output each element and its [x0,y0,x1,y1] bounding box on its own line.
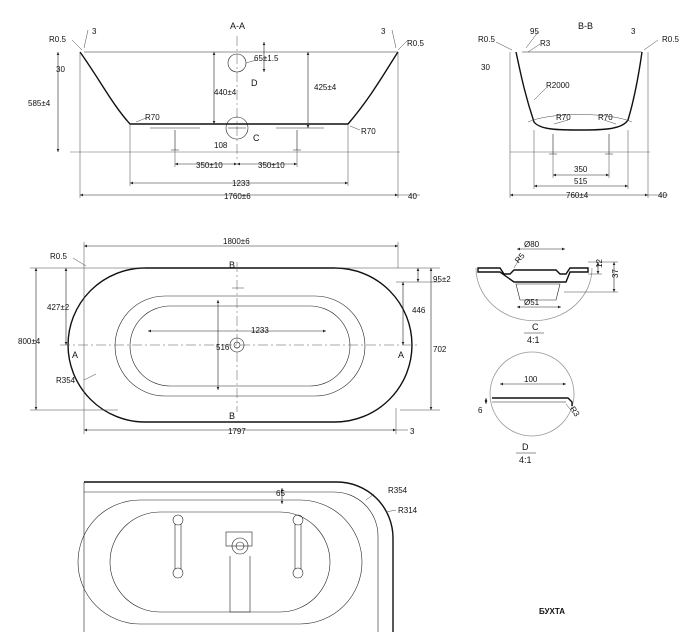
aa-h585: 585±4 [28,99,51,108]
plan-r05: R0.5 [50,252,67,261]
aa-three-left: 3 [92,27,97,36]
plan-b-top: B [229,260,235,270]
aa-w1233: 1233 [232,179,250,188]
logo-text: БУХТА [539,607,565,616]
d-h6: 6 [478,406,483,415]
top-d65: 65 [276,489,285,498]
aa-w30: 30 [56,65,65,74]
aa-r70-left: R70 [145,113,160,122]
plan-r354: R354 [56,376,76,385]
plan-w1800: 1800±6 [223,237,250,246]
d-w100: 100 [524,375,538,384]
section-bb: B-B R0.5 95 R3 3 R0.5 30 R2000 R70 [478,21,679,200]
bb-r3: R3 [540,39,551,48]
c-h37: 37 [611,269,620,278]
aa-three-right: 3 [381,27,386,36]
d-scale: 4:1 [519,455,532,465]
bb-w515: 515 [574,177,588,186]
aa-h425: 425±4 [314,83,337,92]
plan-three: 3 [410,427,415,436]
plan-h427: 427±2 [47,303,70,312]
bb-r70-left: R70 [556,113,571,122]
aa-r05-right: R0.5 [407,39,424,48]
top-r314: R314 [398,506,418,515]
detail-d: 100 6 R3 D 4:1 [478,351,582,465]
section-aa-title: A-A [230,21,245,31]
bb-three: 3 [631,27,636,36]
faucet-spout [225,531,253,613]
c-label: C [532,322,539,332]
aa-label-c: C [253,133,260,143]
bb-w760: 760±4 [566,191,589,200]
aa-w350-right: 350±10 [258,161,285,170]
aa-h440: 440±4 [214,88,237,97]
aa-d108: 108 [214,141,228,150]
right-grab-handle [292,514,304,579]
aa-label-d: D [251,78,258,88]
d-r3: R3 [568,405,582,419]
aa-w350-left: 350±10 [196,161,223,170]
c-d80: Ø80 [524,240,540,249]
plan-h702: 702 [433,345,447,354]
plan-d516: 516 [216,343,230,352]
section-aa: A-A [28,21,424,201]
bb-w40: 40 [658,191,667,200]
bb-r70-right: R70 [598,113,613,122]
d-label: D [522,442,529,452]
plan-b-bottom: B [229,411,235,421]
bb-w350: 350 [574,165,588,174]
c-r5: R5 [513,251,527,265]
plan-w1797: 1797 [228,427,246,436]
plan-h800: 800±4 [18,337,41,346]
bb-w95: 95 [530,27,539,36]
c-scale: 4:1 [527,335,540,345]
detail-c: Ø80 R5 12 37 Ø51 C 4:1 [475,240,620,345]
aa-r70-right: R70 [361,127,376,136]
plan-a-right: A [398,350,404,360]
bb-r05-left: R0.5 [478,35,495,44]
c-h12: 12 [595,259,604,268]
section-bb-title: B-B [578,21,593,31]
bb-w30: 30 [481,63,490,72]
bb-r05-right: R0.5 [662,35,679,44]
buhta-logo: БУХТА [537,605,567,618]
aa-d65: 65±1.5 [254,54,279,63]
c-d51: Ø51 [524,298,540,307]
aa-w40: 40 [408,192,417,201]
top-r354: R354 [388,486,408,495]
top-view: R354 65 R314 [77,481,418,632]
aa-r05-left: R0.5 [49,35,66,44]
left-grab-handle [172,514,184,579]
plan-a-left: A [72,350,78,360]
aa-w1760: 1760±6 [224,192,251,201]
bb-r2000: R2000 [546,81,570,90]
plan-d446: 446 [412,306,426,315]
plan-view: R0.5 1800±6 B B 95±2 427±2 446 1233 800±… [18,237,451,436]
plan-d95: 95±2 [433,275,451,284]
plan-w1233: 1233 [251,326,269,335]
